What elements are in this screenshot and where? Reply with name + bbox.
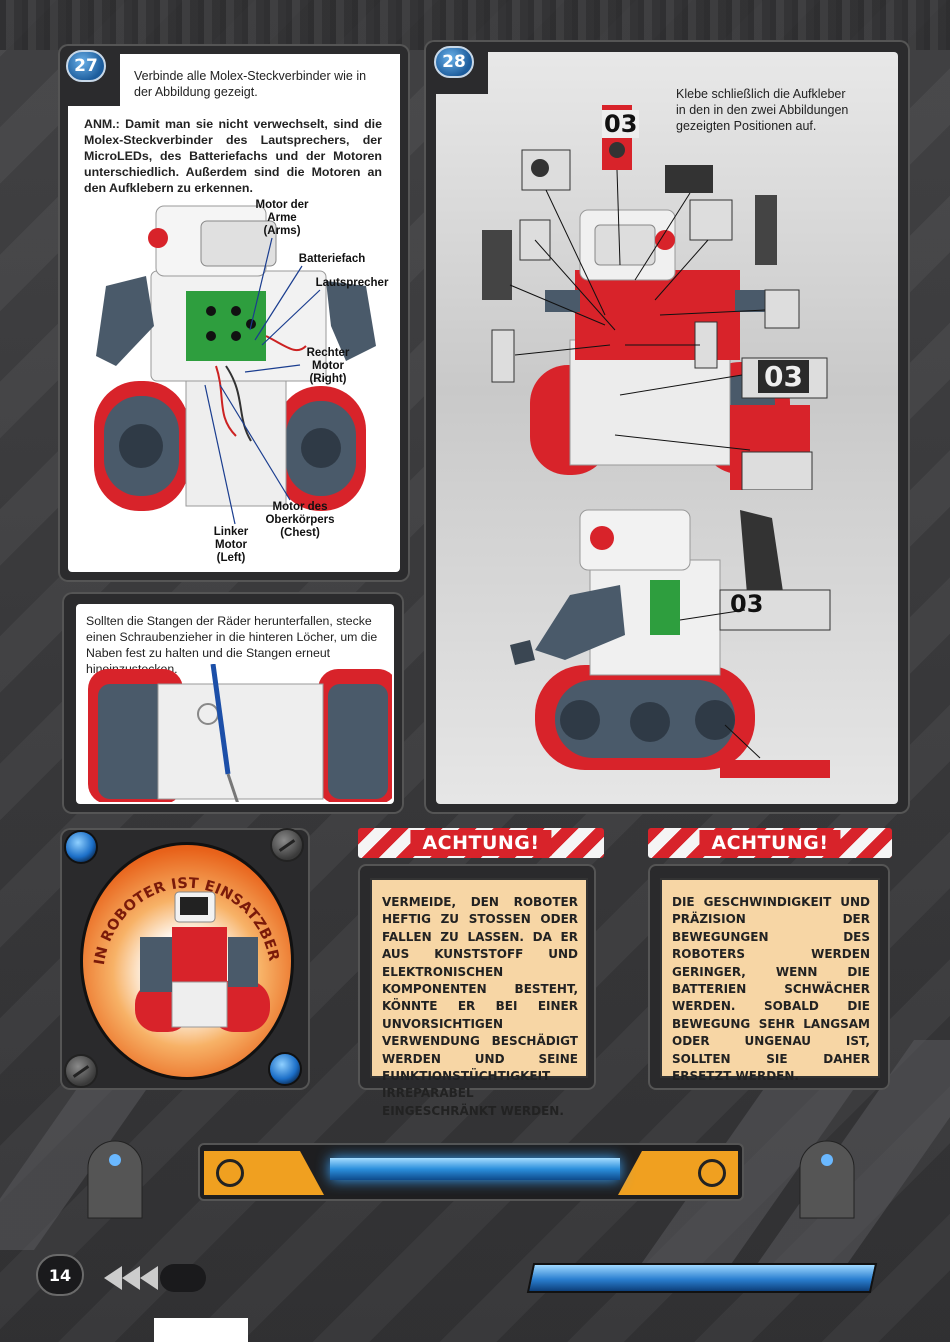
back-arrows-icon	[104, 1264, 206, 1292]
step27-badge: 27	[66, 50, 106, 82]
label-right-motor: Rechter Motor (Right)	[306, 347, 350, 385]
warning2-header: ACHTUNG!	[648, 828, 892, 858]
step27-leader-lines	[204, 237, 321, 525]
warning2-text: DIE GESCHWINDIGKEIT UND PRÄZISION DER BE…	[660, 878, 880, 1083]
step28-robot-side-illustration	[510, 509, 831, 778]
step28-badge: 28	[434, 46, 474, 78]
footer-white-tab	[154, 1318, 248, 1342]
corner-led-icon	[268, 1052, 302, 1086]
corner-bolt-icon	[270, 828, 304, 862]
page-number: 14	[36, 1254, 84, 1296]
corner-led-icon	[64, 830, 98, 864]
warning1-text: VERMEIDE, DEN ROBOTER HEFTIG ZU STOSSEN …	[370, 878, 588, 1118]
sticker-code-lower: 03	[730, 590, 764, 618]
warning1-header: ACHTUNG!	[358, 828, 604, 858]
sticker-code-side: 03	[758, 360, 809, 393]
step27-robot-illustration	[94, 205, 376, 511]
step28-robot-front-illustration	[482, 105, 828, 490]
step28-intro: Klebe schließlich die Aufkleber in den i…	[676, 87, 849, 133]
warning2-title: ACHTUNG!	[699, 830, 841, 856]
label-battery: Batteriefach	[298, 253, 366, 265]
label-chest-motor: Motor des Oberkörpers (Chest)	[265, 501, 335, 539]
footer-blue-bar	[526, 1263, 878, 1293]
speaker-grill-icon	[799, 1140, 855, 1219]
label-arm-motor: Motor der Arme (Arms)	[255, 199, 309, 237]
bottom-glow-bar	[330, 1158, 620, 1180]
corner-bolt-icon	[64, 1054, 98, 1088]
label-speaker: Lautsprecher	[315, 277, 389, 289]
sticker-code-front: 03	[602, 110, 640, 138]
step27-note: ANM.: Damit man sie nicht verwechselt, s…	[84, 117, 382, 195]
ready-badge-arc-text: DEIN ROBOTER IST EINSATZBEREIT	[80, 842, 281, 1032]
tip-wheel-illustration	[88, 664, 392, 802]
warning1-title: ACHTUNG!	[410, 830, 552, 856]
label-left-motor: Linker Motor (Left)	[213, 526, 249, 564]
step27-intro: Verbinde alle Molex-Steckverbinder wie i…	[134, 69, 367, 99]
speaker-grill-icon	[87, 1140, 143, 1219]
